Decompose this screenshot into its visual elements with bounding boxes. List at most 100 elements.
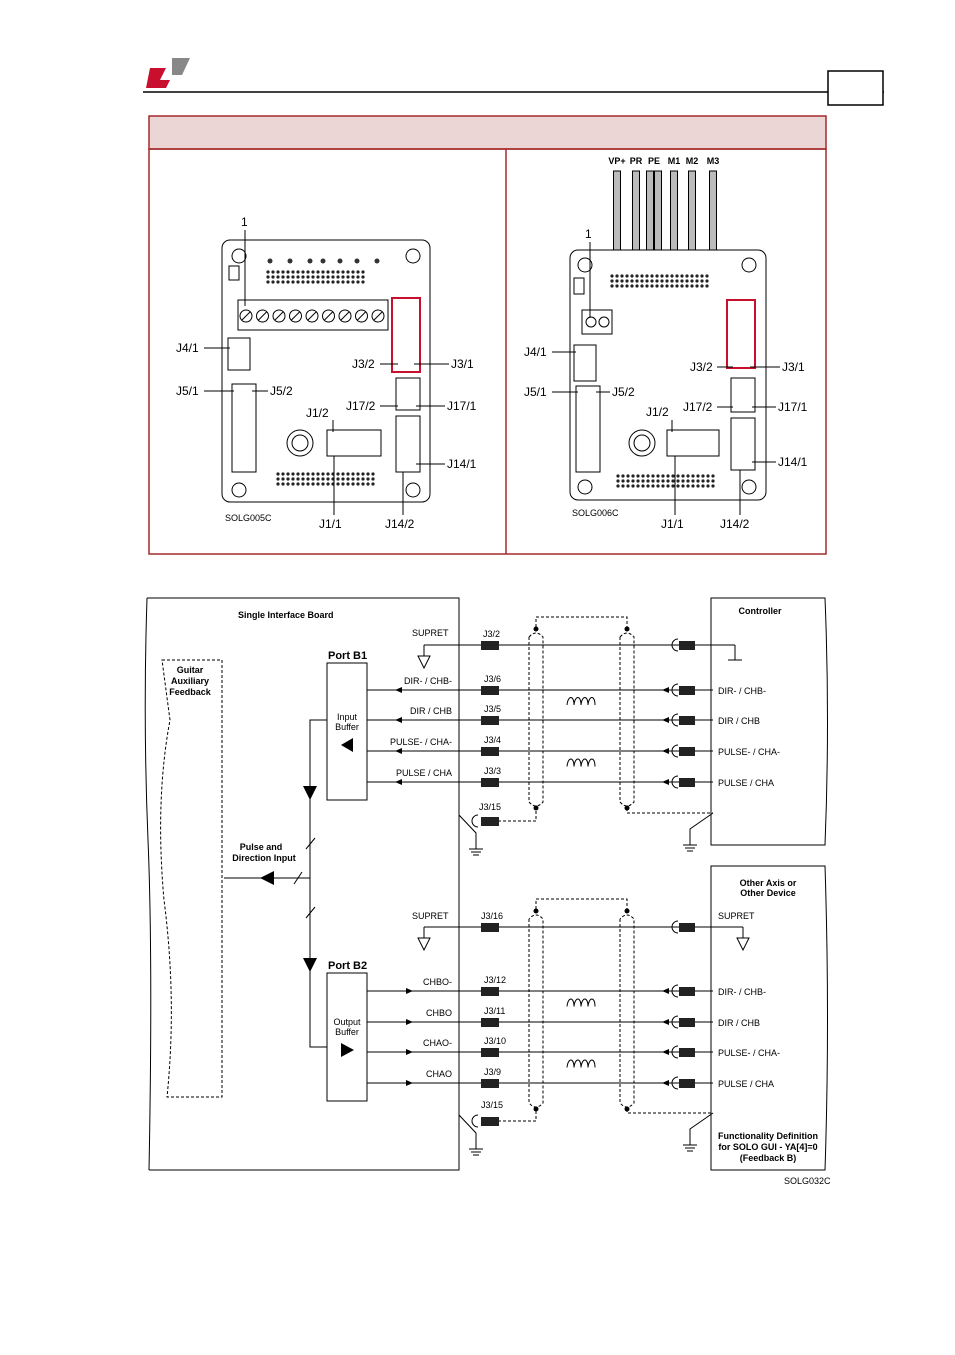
pin-dot <box>691 479 695 483</box>
cable-shield <box>619 632 635 807</box>
pin-dot <box>336 280 340 284</box>
pin-dot <box>291 477 295 481</box>
pin-dot <box>696 474 700 478</box>
page-number-box <box>827 70 884 106</box>
other-device-label-1: Other Axis or <box>740 878 797 888</box>
pin-dot <box>316 280 320 284</box>
shield-node <box>624 908 630 914</box>
ground-wire <box>689 1112 714 1145</box>
screw-slot <box>373 311 383 321</box>
signal-right-label: PULSE- / CHA- <box>718 1048 780 1058</box>
pin-dot <box>351 482 355 486</box>
pin-dot <box>646 479 650 483</box>
pin-dot <box>676 474 680 478</box>
screw-slot <box>274 311 284 321</box>
pin-dot <box>676 479 680 483</box>
board-figure-frame <box>148 115 827 555</box>
pin-dot <box>660 274 664 278</box>
pin-label: J3/10 <box>484 1036 506 1046</box>
pin-dot <box>281 270 285 274</box>
drain-wire <box>626 1109 713 1114</box>
signal-arrow <box>406 1080 413 1086</box>
pin-dot <box>640 274 644 278</box>
pin-dot <box>651 474 655 478</box>
shield-node <box>533 908 539 914</box>
connector-pin <box>481 778 499 787</box>
pin-dot <box>680 284 684 288</box>
aux-label-2: Auxiliary <box>171 676 209 686</box>
pin-dot <box>670 274 674 278</box>
pin-dot <box>326 482 330 486</box>
pin-dot <box>291 275 295 279</box>
pin-dot <box>341 275 345 279</box>
ground-wire <box>689 812 714 845</box>
top-supret-pin: J3/2 <box>483 629 500 639</box>
pin-dot <box>656 479 660 483</box>
pin-dot <box>635 279 639 283</box>
pin-dot <box>286 472 290 476</box>
signal-right-label: DIR- / CHB- <box>718 686 766 696</box>
pin-dot <box>706 474 710 478</box>
connector-pin <box>679 641 695 650</box>
pin-dot <box>301 280 305 284</box>
func-def-3: (Feedback B) <box>740 1153 797 1163</box>
pin-dot <box>630 279 634 283</box>
label-j4-1: J4/1 <box>176 341 199 355</box>
pin-dot <box>321 477 325 481</box>
pin-dot <box>346 482 350 486</box>
pin-dot <box>276 275 280 279</box>
pin-dot <box>701 479 705 483</box>
pin-dot <box>306 275 310 279</box>
plug-arc <box>671 1045 679 1059</box>
pin-dot <box>361 280 365 284</box>
pin-dot <box>630 284 634 288</box>
pin-dot <box>621 474 625 478</box>
drain-wire <box>498 808 537 822</box>
pin-dot <box>361 275 365 279</box>
pin-dot <box>346 275 350 279</box>
pin-dot <box>630 274 634 278</box>
signal-arrow <box>662 779 669 785</box>
pin-dot <box>641 479 645 483</box>
pin-dot <box>616 474 620 478</box>
label-j4-1-right: J4/1 <box>524 345 547 359</box>
screw-slot <box>340 311 350 321</box>
pin-dot <box>266 275 270 279</box>
ground-wire <box>458 814 477 849</box>
pin-dot <box>610 284 614 288</box>
signal-right-label: DIR / CHB <box>718 716 760 726</box>
pin-dot <box>705 274 709 278</box>
pin-dot <box>331 280 335 284</box>
pin-dot <box>635 274 639 278</box>
pin-dot <box>615 284 619 288</box>
plug-arc <box>671 1015 679 1029</box>
pin-dot <box>650 279 654 283</box>
plug-arc <box>671 920 679 934</box>
bottom-shield-pin: J3/15 <box>481 1100 503 1110</box>
pin-dot <box>690 274 694 278</box>
connector-pin <box>481 686 499 695</box>
pin-dot <box>711 484 715 488</box>
pin-dot <box>281 477 285 481</box>
lead-label: M1 <box>668 156 681 166</box>
label-j5-1: J5/1 <box>176 384 199 398</box>
screw-slot <box>258 311 267 321</box>
pin-dot <box>361 477 365 481</box>
connector-pin <box>679 1079 695 1088</box>
twisted-pair-coil <box>566 1059 596 1068</box>
plug-arc <box>671 984 679 998</box>
pin-dot <box>276 280 280 284</box>
pin-dot <box>321 482 325 486</box>
pin-dot <box>705 284 709 288</box>
pin-dot <box>316 472 320 476</box>
plug-arc <box>671 713 679 727</box>
label-j17-2-right: J17/2 <box>683 400 713 414</box>
pin-dot <box>676 484 680 488</box>
shield-node <box>533 626 539 632</box>
plug-arc <box>471 1114 479 1128</box>
plug-arc <box>671 638 679 652</box>
pin-label: J3/12 <box>484 975 506 985</box>
pin-dot <box>311 472 315 476</box>
pin-dot <box>366 472 370 476</box>
signal-right-label: DIR / CHB <box>718 1018 760 1028</box>
